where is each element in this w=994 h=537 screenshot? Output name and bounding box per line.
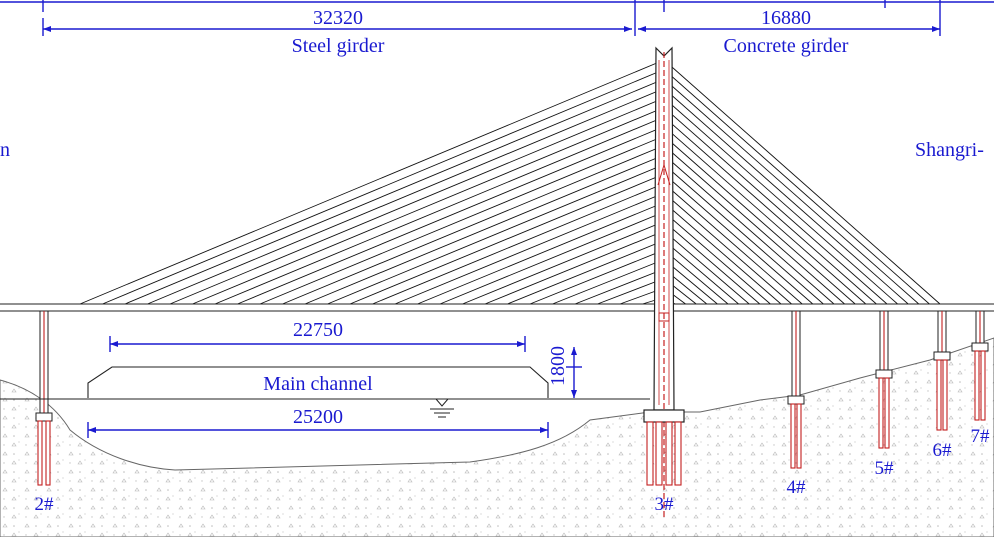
main-channel-label: Main channel bbox=[263, 373, 373, 395]
stay-cable-left bbox=[147, 88, 665, 305]
pier bbox=[875, 310, 893, 449]
stay-cable-right bbox=[663, 126, 867, 305]
stay-cable-left bbox=[529, 249, 665, 305]
pier bbox=[971, 310, 989, 421]
stay-cable-right bbox=[663, 59, 941, 305]
pier bbox=[35, 310, 53, 486]
stay-cable-right bbox=[663, 249, 729, 305]
channel-width-top: 22750 bbox=[293, 319, 343, 341]
pile-cap bbox=[875, 369, 893, 379]
stay-cable-left bbox=[484, 230, 665, 305]
stay-cable-right bbox=[663, 192, 792, 305]
stay-cable-right bbox=[663, 116, 877, 305]
pile bbox=[674, 421, 682, 486]
stay-cable-left bbox=[282, 145, 665, 305]
stay-cable-left bbox=[439, 211, 665, 305]
stay-cable-left bbox=[574, 268, 665, 305]
stay-cable-right bbox=[663, 78, 920, 305]
pylon-piles bbox=[646, 421, 682, 486]
stay-cable-right bbox=[663, 164, 824, 305]
stay-cable-left bbox=[507, 240, 665, 305]
stay-cable-left bbox=[214, 116, 665, 305]
pier-label-6: 6# bbox=[933, 440, 953, 461]
pile bbox=[796, 403, 802, 469]
stay-cable-left bbox=[372, 183, 665, 305]
stay-cable-right bbox=[663, 154, 835, 305]
piers bbox=[35, 310, 989, 486]
stay-cable-right bbox=[663, 202, 782, 305]
stay-cables bbox=[79, 59, 941, 305]
pile bbox=[936, 359, 942, 431]
stay-cable-left bbox=[124, 78, 665, 305]
pile bbox=[45, 420, 51, 486]
stay-cable-right bbox=[663, 230, 750, 305]
pile bbox=[646, 421, 654, 486]
stay-cable-left bbox=[79, 59, 665, 305]
bridge-deck bbox=[0, 303, 994, 312]
stay-cable-right bbox=[663, 211, 771, 305]
pier-label-4: 4# bbox=[787, 477, 807, 498]
stay-cable-right bbox=[663, 240, 739, 305]
main-pylon bbox=[643, 46, 685, 520]
pile bbox=[878, 377, 884, 449]
pile bbox=[974, 350, 980, 421]
stay-cable-left bbox=[237, 126, 665, 305]
stay-cable-left bbox=[394, 192, 665, 305]
stay-cable-left bbox=[552, 259, 665, 305]
stay-cable-left bbox=[417, 202, 665, 305]
right-edge-label: Shangri- bbox=[915, 139, 984, 161]
riverbed-terrain bbox=[0, 337, 994, 537]
stay-cable-right bbox=[663, 69, 930, 305]
pier-label-5: 5# bbox=[875, 458, 895, 479]
stay-cable-left bbox=[169, 97, 665, 305]
stay-cable-right bbox=[663, 97, 898, 305]
left-edge-label: n bbox=[0, 139, 10, 161]
steel-span-dimension: 32320 bbox=[313, 7, 363, 29]
pier bbox=[787, 310, 805, 469]
stay-cable-right bbox=[663, 107, 888, 305]
stay-cable-right bbox=[663, 183, 803, 305]
concrete-girder-label: Concrete girder bbox=[724, 35, 849, 57]
pier bbox=[933, 310, 951, 431]
water-level-icon bbox=[430, 398, 454, 418]
concrete-span-dimension: 16880 bbox=[761, 7, 811, 29]
stay-cable-left bbox=[259, 135, 665, 305]
stay-cable-left bbox=[102, 69, 665, 305]
stay-cable-left bbox=[304, 154, 665, 305]
pile bbox=[790, 403, 796, 469]
pile-cap bbox=[35, 412, 53, 422]
pile-cap bbox=[787, 395, 805, 405]
pile bbox=[884, 377, 890, 449]
pier-label-3: 3# bbox=[655, 494, 675, 515]
stay-cable-right bbox=[663, 173, 814, 305]
pile-cap bbox=[971, 342, 989, 352]
stay-cable-right bbox=[663, 135, 856, 305]
stay-cable-left bbox=[597, 278, 665, 305]
stay-cable-left bbox=[327, 164, 665, 305]
pile bbox=[942, 359, 948, 431]
pile bbox=[37, 420, 43, 486]
pile bbox=[655, 421, 663, 486]
pile bbox=[665, 421, 673, 486]
stay-cable-left bbox=[349, 173, 665, 305]
pile-cap bbox=[933, 351, 951, 361]
channel-width-bottom: 25200 bbox=[293, 406, 343, 428]
pile bbox=[980, 350, 986, 421]
steel-girder-label: Steel girder bbox=[292, 35, 385, 57]
pier-label-2: 2# bbox=[35, 494, 55, 515]
top-dimension-chain bbox=[0, 0, 994, 36]
stay-cable-right bbox=[663, 88, 909, 305]
navigation-channel bbox=[0, 336, 650, 438]
stay-cable-right bbox=[663, 221, 761, 305]
stay-cable-right bbox=[663, 145, 845, 305]
clearance-dimension: 1800 bbox=[547, 346, 569, 386]
pier-label-7: 7# bbox=[971, 426, 991, 447]
stay-cable-left bbox=[192, 107, 665, 305]
stay-cable-left bbox=[462, 221, 665, 305]
